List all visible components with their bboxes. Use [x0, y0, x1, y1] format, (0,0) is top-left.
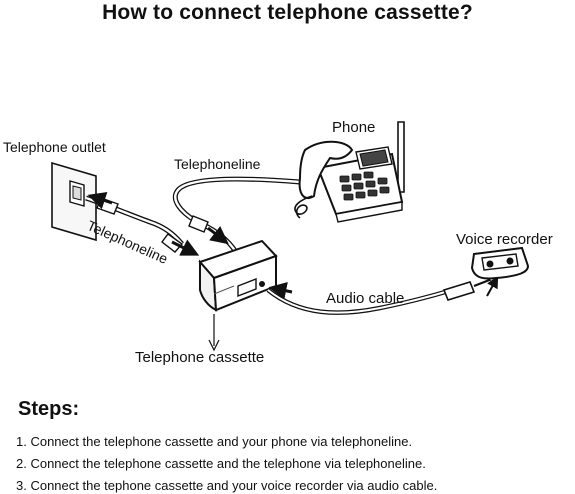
connection-diagram: Telephone outlet Telephoneline Phone Tel…	[3, 119, 553, 366]
step-item: 2. Connect the telephone cassette and th…	[16, 456, 426, 471]
outlet-arrow	[87, 192, 113, 210]
steps-heading: Steps:	[18, 398, 80, 420]
telephone-outlet-icon	[51, 161, 97, 242]
phone-icon	[294, 121, 405, 223]
phone-line-arrow	[207, 226, 229, 245]
steps-list: 1. Connect the telephone cassette and yo…	[16, 431, 437, 494]
page-title: How to connect telephone cassette?	[102, 1, 473, 24]
recorder-arrow	[486, 275, 499, 297]
step-item: 3. Connect the tephone cassette and your…	[16, 478, 438, 493]
phone-cable	[173, 176, 301, 254]
telephoneline-top-label: Telephoneline	[174, 156, 261, 172]
step-item: 1. Connect the telephone cassette and yo…	[16, 434, 413, 449]
telephone-cassette-icon	[198, 239, 278, 312]
voice-recorder-icon	[470, 246, 530, 280]
voice-recorder-label: Voice recorder	[456, 231, 553, 248]
audio-cable	[266, 276, 495, 315]
telephone-cassette-label: Telephone cassette	[135, 349, 264, 366]
phone-label: Phone	[332, 119, 375, 136]
audio-cable-label: Audio cable	[326, 290, 404, 307]
cassette-line-in-arrow	[171, 239, 200, 256]
telephone-outlet-label: Telephone outlet	[3, 139, 106, 155]
audio-cassette-arrow	[268, 281, 293, 300]
